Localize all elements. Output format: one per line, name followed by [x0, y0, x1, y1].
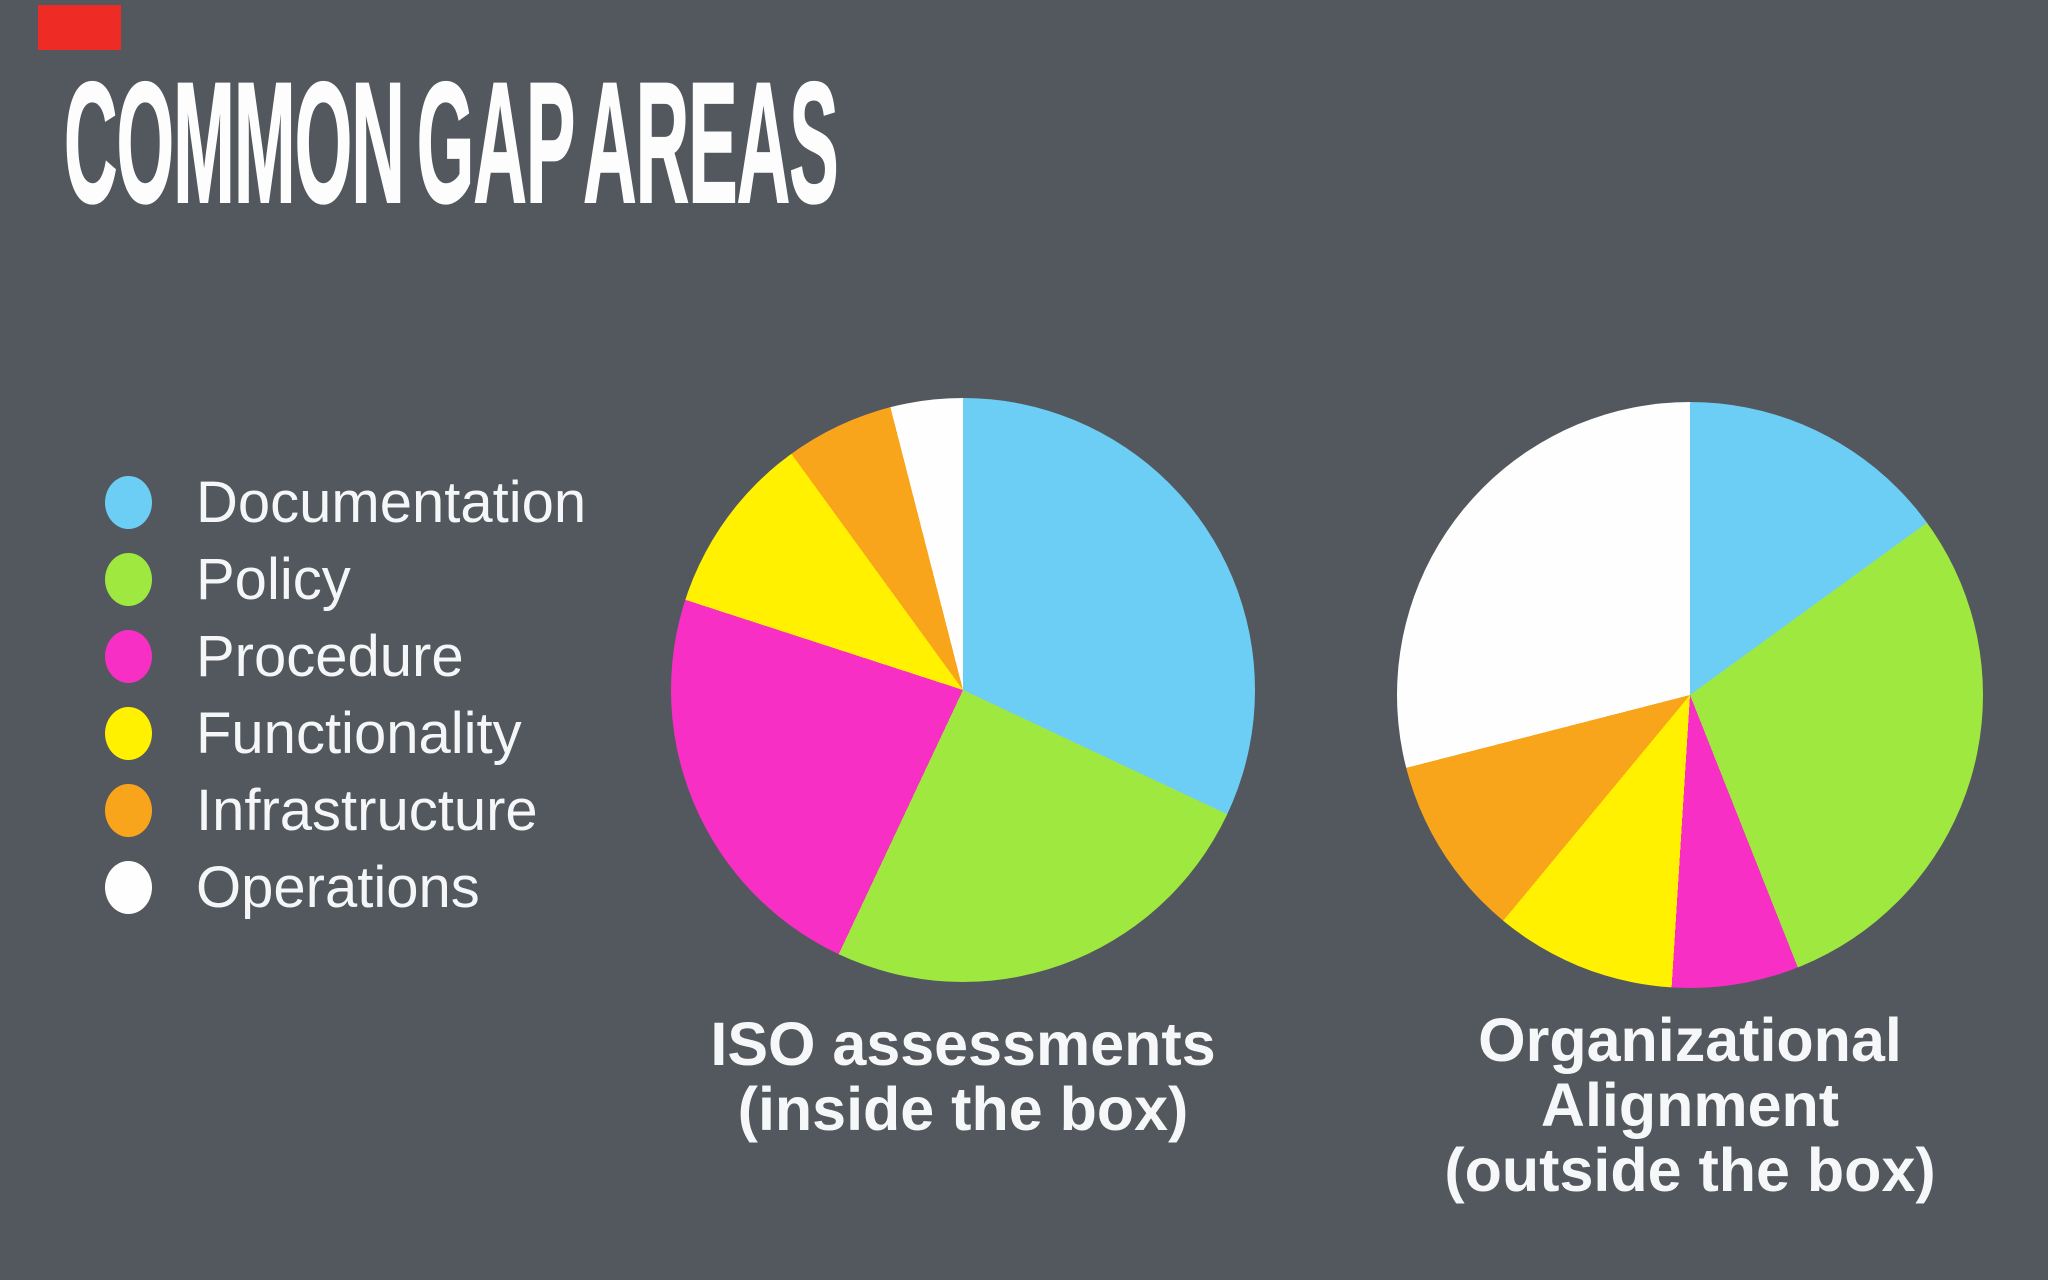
legend: Documentation Policy Procedure Functiona…: [105, 464, 586, 926]
legend-dot-icon: [105, 707, 152, 760]
legend-item-label: Operations: [196, 854, 480, 920]
caption-line: (outside the box): [1444, 1136, 1936, 1204]
caption-iso-assessments: ISO assessments (inside the box): [633, 1012, 1293, 1142]
caption-line: Alignment: [1540, 1071, 1840, 1139]
legend-dot-icon: [105, 476, 152, 529]
pie-chart-organizational-alignment: [1397, 402, 1983, 988]
legend-item-functionality: Functionality: [105, 695, 586, 772]
caption-line: Organizational: [1478, 1006, 1902, 1074]
legend-item-label: Functionality: [196, 700, 522, 766]
caption-organizational-alignment: Organizational Alignment (outside the bo…: [1360, 1008, 2020, 1203]
page-title: COMMON GAP AREAS: [64, 47, 839, 239]
legend-item-label: Procedure: [196, 623, 464, 689]
caption-line: (inside the box): [737, 1075, 1189, 1143]
red-corner-mark: [38, 5, 121, 50]
legend-item-operations: Operations: [105, 849, 586, 926]
legend-item-label: Documentation: [196, 469, 587, 535]
legend-item-procedure: Procedure: [105, 618, 586, 695]
legend-item-label: Infrastructure: [196, 777, 538, 843]
legend-dot-icon: [105, 630, 152, 683]
legend-item-policy: Policy: [105, 541, 586, 618]
legend-item-documentation: Documentation: [105, 464, 586, 541]
legend-item-label: Policy: [196, 546, 351, 612]
pie-chart-iso-assessments: [671, 398, 1255, 982]
legend-dot-icon: [105, 861, 152, 914]
caption-line: ISO assessments: [710, 1010, 1216, 1078]
legend-item-infrastructure: Infrastructure: [105, 772, 586, 849]
legend-dot-icon: [105, 784, 152, 837]
legend-dot-icon: [105, 553, 152, 606]
